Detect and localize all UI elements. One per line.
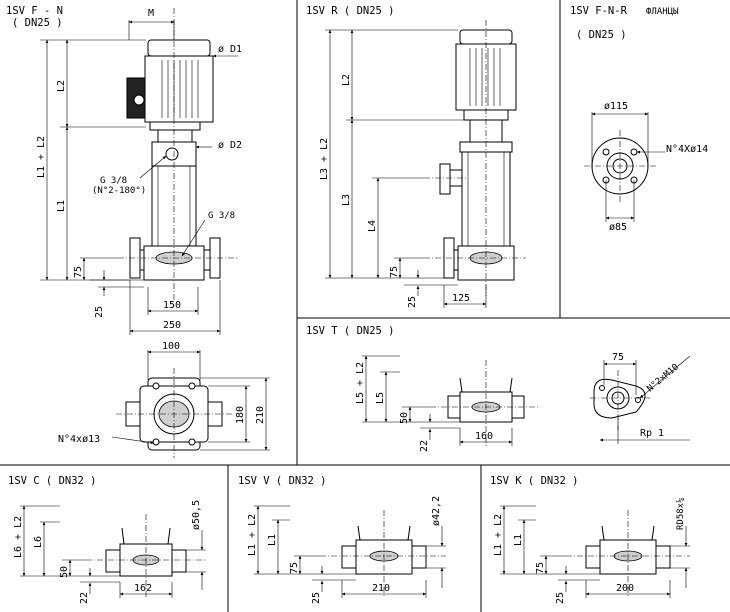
k-dim-dia: RD58x¼ xyxy=(676,497,686,530)
panel-fn-subtitle: ( DN25 ) xyxy=(12,17,63,29)
fn-dim-75: 75 xyxy=(73,266,84,278)
t-dim-l5l2: L5 + L2 xyxy=(355,362,366,404)
r-dim-l3: L3 xyxy=(341,194,352,206)
panel-1sv-t: 1SV T ( DN25 ) L5 + L2 L5 50 22 160 xyxy=(306,325,691,452)
t-dim-l5: L5 xyxy=(375,392,386,404)
v-dim-l1l2: L1 + L2 xyxy=(247,514,258,556)
fn-label-holes: N°4xø13 xyxy=(58,434,100,445)
v-dim-l1: L1 xyxy=(267,534,278,546)
t-dim-160: 160 xyxy=(475,431,493,442)
fn-dim-180: 180 xyxy=(235,406,246,424)
v-dim-25: 25 xyxy=(311,592,322,604)
panel-1sv-v: 1SV V ( DN32 ) L1 + L2 L1 75 25 210 xyxy=(238,475,446,604)
fn-dim-210: 210 xyxy=(255,406,266,424)
r-dim-l3l2: L3 + L2 xyxy=(319,138,330,180)
t-dim-22: 22 xyxy=(419,440,430,452)
fn-label-g38b: G 3/8 xyxy=(208,211,235,221)
v-dim-dia: ø42,2 xyxy=(431,496,442,526)
k-dim-75: 75 xyxy=(535,562,546,574)
fn-dim-25: 25 xyxy=(94,306,105,318)
panel-k-title: 1SV K ( DN32 ) xyxy=(490,475,579,487)
fn-dim-l1l2: L1 + L2 xyxy=(36,136,47,178)
k-dim-200: 200 xyxy=(616,583,634,594)
panel-r-title: 1SV R ( DN25 ) xyxy=(306,5,395,17)
t-dim-50: 50 xyxy=(399,412,410,424)
panel-fn-title: 1SV F - N xyxy=(6,5,63,17)
v-dim-210: 210 xyxy=(372,583,390,594)
t-pump-base xyxy=(430,360,538,446)
fn-pump-elevation xyxy=(118,8,238,300)
fn-label-g38: G 3/8 xyxy=(100,176,127,186)
c-dim-162: 162 xyxy=(134,583,152,594)
r-pump-elevation xyxy=(424,20,526,296)
r-dim-25: 25 xyxy=(407,296,418,308)
panel-fnr-note: ФЛАНЦЫ xyxy=(646,7,679,17)
v-dim-75: 75 xyxy=(289,562,300,574)
k-dim-l1: L1 xyxy=(513,534,524,546)
fn-dim-100: 100 xyxy=(162,341,180,352)
fn-dim-150: 150 xyxy=(163,300,181,311)
fn-dim-m: M xyxy=(148,8,154,19)
r-dim-l2: L2 xyxy=(341,74,352,86)
panel-1sv-c: 1SV C ( DN32 ) L6 + L2 L6 50 22 162 xyxy=(8,475,206,604)
v-pump-base xyxy=(320,510,446,598)
fn-dim-d1: ø D1 xyxy=(218,44,242,55)
c-dim-l6: L6 xyxy=(33,536,44,548)
panel-1sv-fn: 1SV F - N ( DN25 ) xyxy=(6,5,270,458)
panel-1sv-r: 1SV R ( DN25 ) xyxy=(306,5,526,308)
t-oval-flange xyxy=(590,370,650,430)
r-dim-75: 75 xyxy=(389,266,400,278)
fnr-flange-view xyxy=(584,130,656,204)
panel-1sv-fnr: 1SV F-N-R ФЛАНЦЫ ( DN25 ) ø115 ø85 N°4Xø… xyxy=(570,5,708,233)
fnr-label-holes: N°4Xø14 xyxy=(666,144,708,155)
panel-fnr-title: 1SV F-N-R xyxy=(570,5,628,17)
t-label-rp: Rp 1 xyxy=(640,428,664,439)
c-dim-50: 50 xyxy=(59,566,70,578)
t-dim-75: 75 xyxy=(612,352,624,363)
k-pump-base xyxy=(566,510,690,598)
r-dim-125: 125 xyxy=(452,293,470,304)
panel-1sv-k: 1SV K ( DN32 ) L1 + L2 L1 75 25 200 xyxy=(490,475,690,604)
fn-dim-250: 250 xyxy=(163,320,181,331)
c-dim-dia: ø50,5 xyxy=(191,500,202,530)
fn-base-plan xyxy=(116,368,232,458)
panel-v-title: 1SV V ( DN32 ) xyxy=(238,475,327,487)
panel-fnr-subtitle: ( DN25 ) xyxy=(576,29,627,41)
fnr-dim-85: ø85 xyxy=(609,222,627,233)
c-dim-l6l2: L6 + L2 xyxy=(13,516,24,558)
c-pump-base xyxy=(86,514,206,598)
panel-c-title: 1SV C ( DN32 ) xyxy=(8,475,97,487)
t-label-thread: N°2xM10 xyxy=(646,362,681,394)
c-dim-22: 22 xyxy=(79,592,90,604)
fn-label-g38-note: (N°2-180°) xyxy=(92,186,146,196)
r-dim-l4: L4 xyxy=(367,220,378,232)
k-dim-l1l2: L1 + L2 xyxy=(493,514,504,556)
fn-dim-l2: L2 xyxy=(56,80,67,92)
fnr-dim-115: ø115 xyxy=(604,101,628,112)
panel-t-title: 1SV T ( DN25 ) xyxy=(306,325,395,337)
fn-dim-d2: ø D2 xyxy=(218,140,242,151)
k-dim-25: 25 xyxy=(555,592,566,604)
fn-dim-l1: L1 xyxy=(56,200,67,212)
